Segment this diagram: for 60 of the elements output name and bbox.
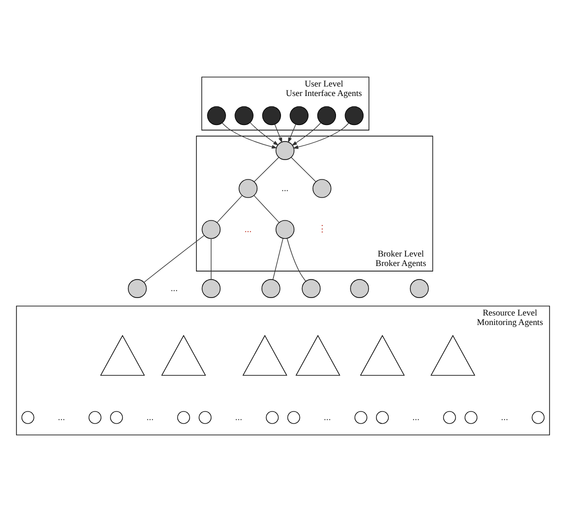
node-circle [287,410,300,424]
connector [254,156,280,182]
node-circle [198,410,212,424]
arrow [292,122,322,146]
label: ... [244,224,252,234]
label: ... [170,284,178,294]
connector [210,238,212,280]
node-circle [88,410,102,424]
node-circle [266,410,279,424]
node-circle [262,278,280,298]
node-circle [290,106,309,125]
arrow [222,122,278,148]
label: ... [324,412,331,422]
node-circle [350,278,369,298]
label: ... [235,412,242,422]
cluster: User Level User Interface Agents [201,76,370,130]
node-circle [312,178,332,198]
label: ⋮ [317,224,326,234]
arrow [288,123,296,142]
arrow [250,122,279,146]
connector [144,234,204,282]
node-circle [202,278,221,298]
node-circle [410,278,429,298]
node-circle [21,410,34,424]
connector [216,194,242,222]
node-circle [262,106,281,125]
node-circle [302,278,321,298]
node-circle [344,106,364,125]
node-circle [464,410,478,424]
node-circle [276,220,294,238]
connector [286,238,306,281]
node-circle [110,410,123,424]
connector [254,194,280,222]
node-circle [354,410,368,424]
connector [272,238,284,280]
node-circle [532,410,545,424]
node-circle [276,140,294,160]
connector [290,156,316,182]
node-circle [207,106,226,125]
arrow [292,122,350,148]
label: ... [58,412,65,422]
node-circle [128,278,147,298]
arrow [274,123,282,142]
node-triangle [100,334,145,376]
node-triangle [161,334,206,376]
node-circle [202,220,221,238]
label: ... [146,412,154,422]
label: ... [281,184,289,194]
label: ... [501,412,508,422]
node-circle [443,410,456,424]
node-circle [376,410,389,424]
node-triangle [360,334,405,376]
label: ... [412,412,420,422]
node-triangle [242,334,288,376]
node-triangle [430,334,476,376]
node-circle [238,178,258,198]
node-triangle [296,334,340,376]
node-circle [317,106,336,125]
node-circle [177,410,190,424]
node-circle [234,106,254,125]
